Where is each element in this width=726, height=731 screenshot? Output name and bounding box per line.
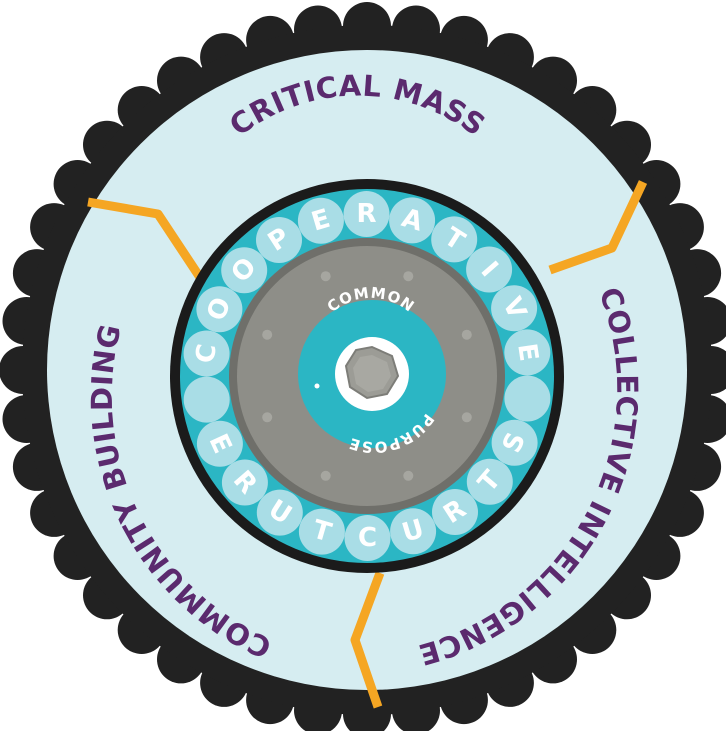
ring-bead (432, 489, 478, 535)
ring-bead (221, 459, 268, 506)
ring-bead (491, 285, 538, 332)
divider-left (87, 197, 209, 288)
ring-letter: E (511, 341, 543, 363)
ring-bead (431, 216, 478, 263)
ring-bead (183, 330, 230, 377)
ring-bead (504, 329, 551, 376)
hub-bolt (461, 329, 472, 340)
ring-letter: C (190, 342, 222, 365)
ring-bead (390, 508, 437, 555)
hub-bolt (403, 470, 414, 481)
ring-bead (504, 375, 551, 422)
ring-bead (344, 515, 391, 561)
hub-bolts (262, 271, 472, 481)
nut-face (353, 355, 391, 392)
hub-bolt (320, 470, 331, 481)
ring-bead (466, 246, 513, 293)
ring-bead (491, 419, 538, 466)
ring-bead (297, 197, 344, 244)
hub-bolt (262, 329, 273, 340)
ring-bead (196, 420, 243, 467)
ring-bead (389, 197, 436, 244)
ring-letter: R (356, 199, 376, 229)
hub-bolt (262, 412, 273, 423)
ring-bead (256, 217, 302, 263)
ring-bead (466, 458, 513, 505)
ring-letter: C (358, 523, 377, 553)
ring-bead (298, 508, 345, 555)
ring-bead (183, 376, 230, 423)
divider-bottom (350, 571, 385, 709)
ring-bead (196, 286, 243, 333)
divider-right (548, 180, 648, 275)
ring-bead (256, 489, 303, 536)
hub-bolt (461, 412, 472, 423)
dividers (87, 180, 648, 709)
core-dot (314, 383, 320, 389)
hub-bolt (320, 271, 331, 282)
ring-bead (221, 247, 268, 294)
hub-bolt (403, 271, 414, 282)
ring-bead (343, 191, 390, 237)
